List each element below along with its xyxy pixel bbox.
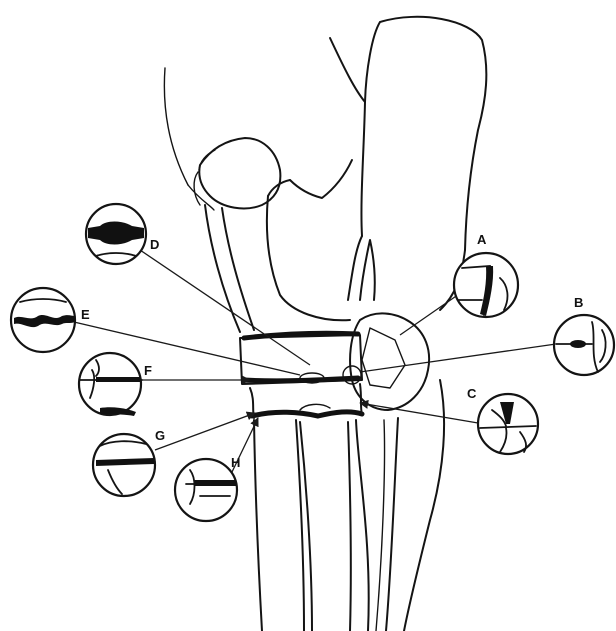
distal-carpal-row	[250, 384, 362, 418]
callout-label-a: A	[477, 232, 487, 247]
inset-b	[554, 315, 614, 375]
leader-line-d	[140, 250, 310, 365]
inset-e	[11, 288, 75, 352]
callout-label-c: C	[467, 386, 477, 401]
callout-label-e: E	[81, 307, 90, 322]
callout-label-f: F	[144, 363, 152, 378]
callout-label-d: D	[150, 237, 159, 252]
callout-label-b: B	[574, 295, 583, 310]
inset-c	[478, 394, 538, 454]
leader-line-a	[400, 292, 462, 335]
proximal-carpal-row	[240, 313, 429, 410]
inset-g	[93, 434, 155, 496]
inset-h	[175, 459, 237, 521]
metacarpal-bones	[254, 380, 444, 631]
callout-label-h: H	[231, 455, 240, 470]
inset-f	[79, 353, 142, 416]
callout-label-g: G	[155, 428, 165, 443]
leader-line-b	[360, 344, 556, 372]
inset-d	[86, 204, 146, 264]
forelimb-outline	[164, 17, 486, 332]
leader-line-g	[155, 413, 255, 450]
leader-line-c	[360, 403, 478, 423]
inset-a	[454, 253, 518, 317]
